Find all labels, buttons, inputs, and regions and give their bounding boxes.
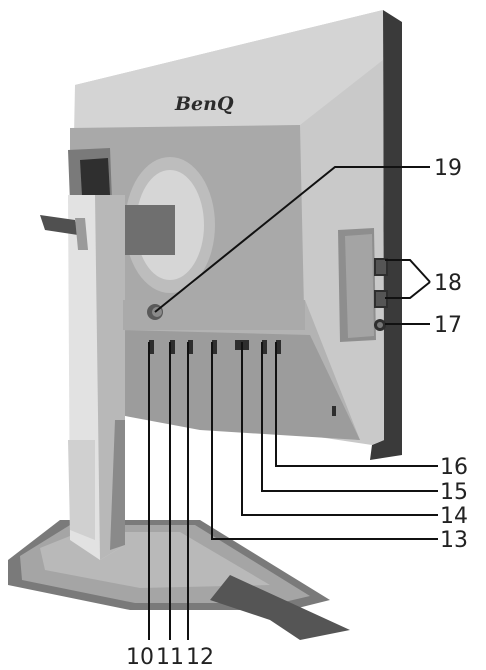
callout-17: 17 [434,313,462,338]
callout-15: 15 [440,480,468,505]
monitor-body [70,10,402,460]
callout-14: 14 [440,504,468,529]
callout-10: 10 [126,645,154,670]
callout-11: 11 [156,645,184,670]
brand-logo: BenQ [174,93,234,115]
leader-lines [148,166,438,640]
callout-12: 12 [186,645,214,670]
callout-18: 18 [434,271,462,296]
callout-19: 19 [434,156,462,181]
callout-13: 13 [440,528,468,553]
side-ports [374,258,388,331]
stand-column [40,148,215,560]
callout-16: 16 [440,455,468,480]
